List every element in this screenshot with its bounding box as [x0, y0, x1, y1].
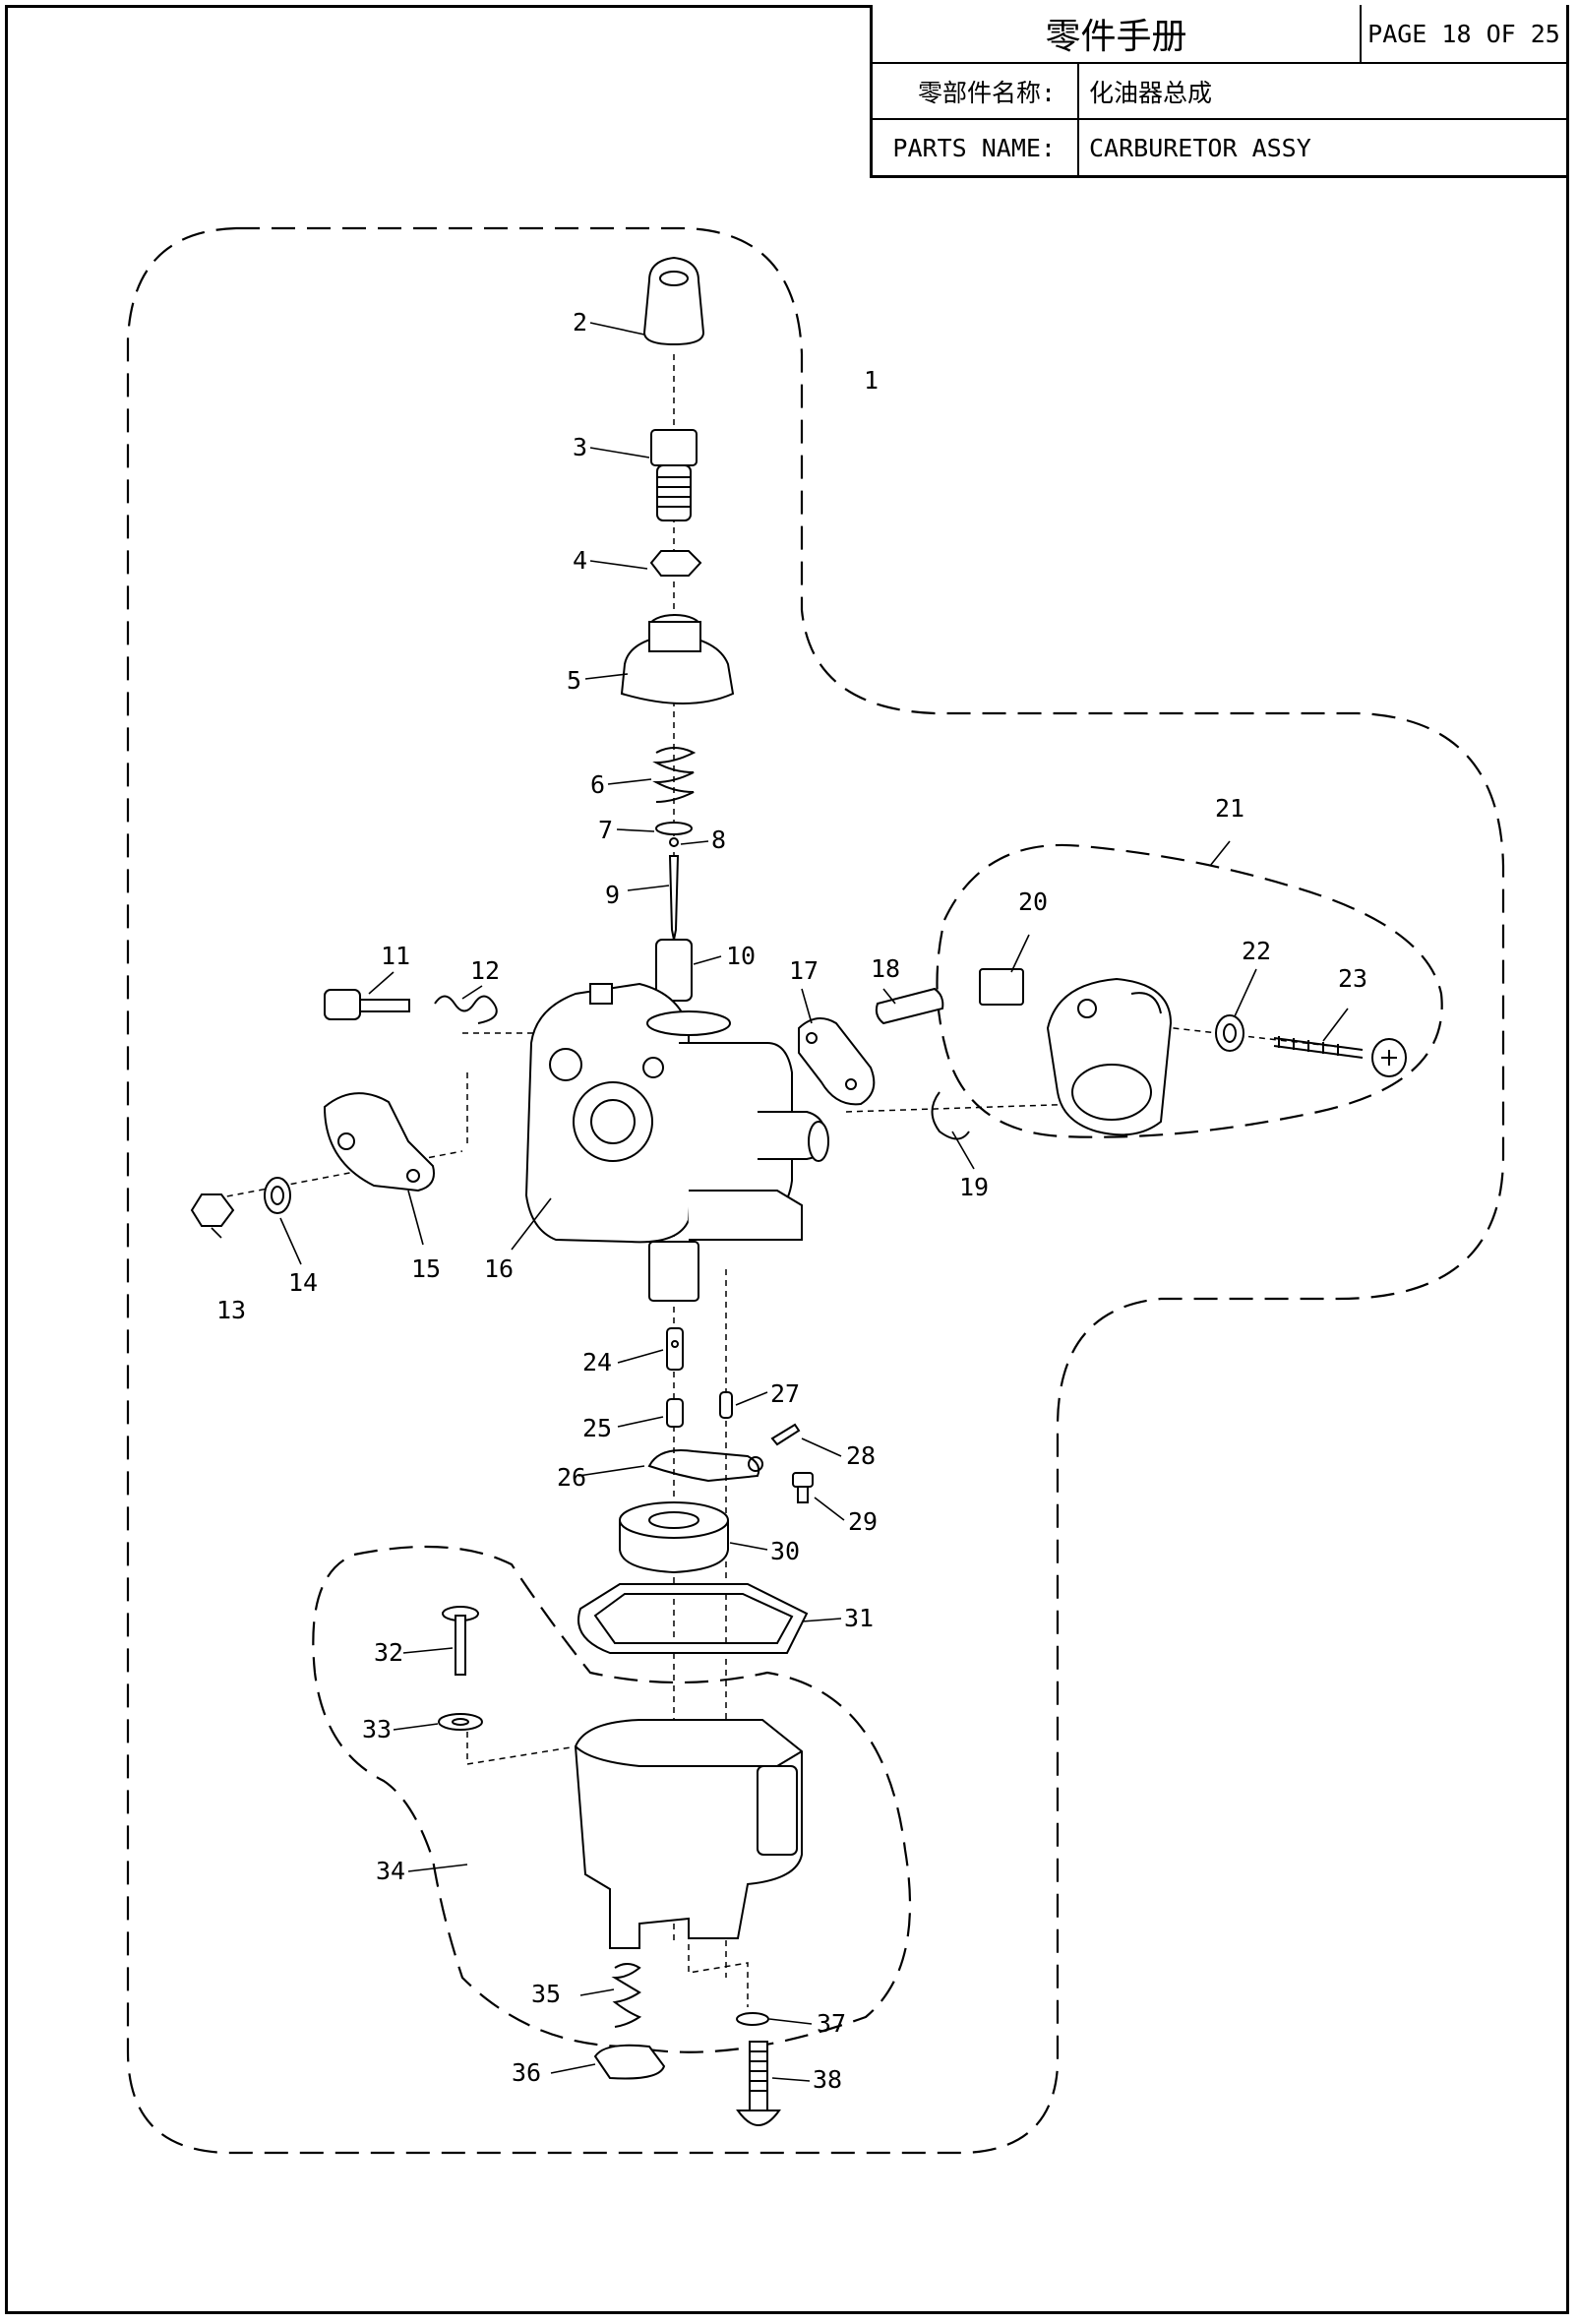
drawing-frame — [5, 5, 1569, 2314]
callout-36: 36 — [512, 2058, 541, 2087]
part-30-float — [619, 1501, 729, 1574]
sub-assembly-boundary-34 — [312, 1545, 911, 2053]
manual-title: 零件手册 — [873, 5, 1362, 64]
callout-4: 4 — [573, 546, 587, 575]
part-36-clip — [593, 2044, 666, 2080]
callout-11: 11 — [381, 942, 410, 970]
callout-14: 14 — [288, 1268, 318, 1297]
part-11-idle-screw — [324, 989, 410, 1020]
callout-28: 28 — [846, 1441, 876, 1470]
callout-20: 20 — [1018, 887, 1048, 916]
part-25-needle-valve — [666, 1398, 684, 1428]
part-32-pin — [442, 1606, 479, 1676]
callout-9: 9 — [605, 881, 620, 909]
part-26-float-arm — [647, 1449, 763, 1483]
cn-parts-name-label: 零部件名称: — [873, 64, 1079, 120]
part-37-washer — [736, 2012, 769, 2026]
part-21-cable-clamp — [1046, 977, 1173, 1136]
callout-10: 10 — [726, 942, 756, 970]
assembly-boundary-1 — [126, 226, 1505, 2155]
callout-13: 13 — [216, 1296, 246, 1324]
part-33-washer — [438, 1713, 483, 1731]
callout-labels: 1 2 3 4 5 6 7 8 9 10 11 12 13 14 15 16 1… — [216, 308, 1367, 2094]
part-9-jet-needle — [668, 855, 680, 941]
callout-1: 1 — [864, 366, 879, 395]
callout-16: 16 — [484, 1254, 514, 1283]
part-3-adjuster-screw — [650, 429, 698, 521]
part-38-drain-screw — [736, 2041, 781, 2126]
part-31-gasket — [577, 1583, 809, 1654]
part-23-screw — [1273, 1036, 1407, 1077]
callout-26: 27 — [770, 1379, 800, 1408]
part-18-pin — [875, 987, 944, 1025]
callout-17: 17 — [789, 956, 819, 985]
part-28-pin — [770, 1423, 801, 1446]
part-13-nut — [190, 1193, 235, 1227]
part-24-main-jet — [666, 1327, 684, 1371]
part-35-spring — [611, 1963, 642, 2028]
callout-8: 8 — [711, 826, 726, 854]
callout-29: 29 — [848, 1507, 878, 1536]
sub-assembly-boundary-21 — [936, 843, 1443, 1138]
callout-35: 35 — [531, 1980, 561, 2008]
callout-24: 24 — [582, 1348, 612, 1376]
part-19-snap-ring — [931, 1091, 970, 1140]
callout-12: 12 — [470, 956, 500, 985]
part-8-e-ring — [669, 837, 679, 847]
callout-18: 18 — [871, 954, 900, 983]
callout-25: 25 — [582, 1414, 612, 1442]
callout-15: 15 — [411, 1254, 441, 1283]
callout-21: 21 — [1215, 794, 1244, 823]
part-2-cap — [642, 256, 705, 346]
part-14-washer — [264, 1177, 291, 1214]
callout-33: 33 — [362, 1715, 392, 1743]
part-17-throttle-lever — [798, 1017, 876, 1106]
callout-7: 7 — [598, 816, 613, 844]
part-29-screw — [792, 1472, 814, 1503]
callout-19: 19 — [959, 1173, 989, 1201]
page-number: PAGE 18 OF 25 — [1362, 5, 1566, 64]
part-27-spring — [719, 1391, 733, 1419]
en-parts-name-label: PARTS NAME: — [873, 120, 1079, 175]
callout-27: 26 — [557, 1463, 586, 1492]
part-22-washer — [1215, 1014, 1244, 1052]
part-16-carburetor-body — [524, 982, 829, 1302]
part-5-top-cover — [620, 614, 735, 704]
callout-23: 23 — [1338, 964, 1367, 993]
part-12-spring — [434, 995, 498, 1024]
callout-38: 38 — [813, 2065, 842, 2094]
part-15-choke-lever — [323, 1092, 435, 1193]
callout-2: 2 — [573, 308, 587, 336]
title-block: 零件手册 PAGE 18 OF 25 零部件名称: 化油器总成 PARTS NA… — [870, 5, 1569, 178]
callout-32: 32 — [374, 1638, 403, 1667]
leader-lines — [211, 322, 1349, 2082]
part-6-spring — [652, 747, 697, 803]
cn-parts-name-value: 化油器总成 — [1079, 64, 1566, 120]
callout-37: 37 — [817, 2009, 846, 2038]
part-7-clip — [655, 822, 693, 835]
callout-31: 31 — [844, 1604, 874, 1632]
part-4-nut — [649, 550, 702, 577]
callout-30: 30 — [770, 1537, 800, 1565]
en-parts-name-value: CARBURETOR ASSY — [1089, 133, 1311, 162]
part-10-throttle-slide — [655, 939, 693, 1002]
callout-6: 6 — [590, 770, 605, 799]
callout-34: 34 — [376, 1857, 405, 1885]
part-20-square-nut — [979, 968, 1024, 1006]
part-34-float-bowl — [574, 1719, 803, 1949]
callout-22: 22 — [1242, 937, 1271, 965]
callout-5: 5 — [567, 666, 581, 695]
callout-3: 3 — [573, 433, 587, 461]
